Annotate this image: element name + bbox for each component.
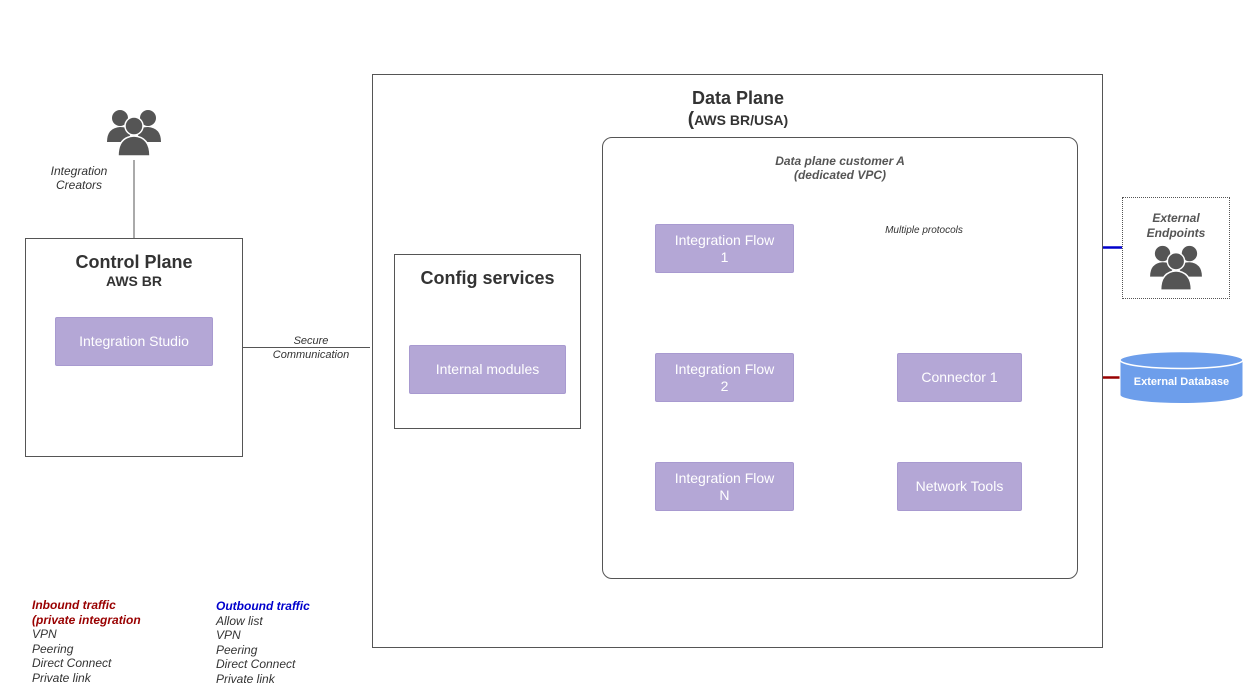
legend-inbound-item: Peering: [32, 641, 74, 656]
legend-outbound-item: Direct Connect: [216, 657, 296, 671]
configuration-db-label: Configuration: [97, 412, 171, 424]
customer-vpc-title: Data plane customer A (dedicated VPC): [775, 154, 905, 182]
integration-flow-1[interactable]: Integration Flow 1: [655, 224, 794, 273]
legend-inbound-item: Private link: [32, 670, 91, 685]
integration-studio-button[interactable]: Integration Studio: [55, 317, 213, 366]
connector-1[interactable]: Connector 1: [897, 353, 1022, 402]
integration-flow-n[interactable]: Integration Flow N: [655, 462, 794, 511]
legend-inbound-item: Direct Connect: [32, 656, 112, 670]
legend-inbound: Inbound traffic (private integration VPN…: [32, 598, 202, 685]
legend-inbound-title-2: (private integration: [32, 612, 141, 627]
data-plane-subtitle: (AWS BR/USA): [638, 109, 838, 131]
legend-inbound-item: VPN: [32, 627, 57, 641]
legend-inbound-title: Inbound traffic: [32, 598, 116, 612]
legend-outbound: Outbound traffic Allow list VPN Peering …: [216, 599, 386, 686]
users-icon: [1148, 244, 1204, 292]
legend-outbound-item: Private link: [216, 671, 275, 686]
multiple-protocols-label: Multiple protocols: [885, 225, 963, 236]
data-plane-subtitle-paren: (: [687, 109, 695, 130]
creators-label: Integration Creators: [50, 164, 108, 192]
secure-comm-label: Secure Communication: [272, 335, 350, 361]
control-plane-subtitle: AWS BR: [106, 273, 162, 289]
internal-modules-button[interactable]: Internal modules: [409, 345, 566, 394]
network-tools[interactable]: Network Tools: [897, 462, 1022, 511]
legend-outbound-item: VPN: [216, 628, 241, 642]
legend-outbound-item: Allow list: [216, 613, 263, 628]
config-services-box: [394, 254, 581, 429]
legend-outbound-title: Outbound traffic: [216, 599, 310, 613]
integration-flow-2[interactable]: Integration Flow 2: [655, 353, 794, 402]
control-plane-title: Control Plane: [75, 252, 193, 272]
data-plane-subtitle-text: AWS BR/USA): [694, 112, 789, 128]
config-services-title: Config services: [420, 268, 555, 288]
legend-outbound-item: Peering: [216, 642, 258, 657]
external-endpoints-label: External Endpoints: [1146, 211, 1206, 240]
users-icon: [106, 108, 162, 158]
external-db-label: External Database: [1133, 376, 1230, 388]
data-plane-title: Data Plane: [691, 88, 785, 108]
external-db-icon: [1119, 350, 1244, 404]
